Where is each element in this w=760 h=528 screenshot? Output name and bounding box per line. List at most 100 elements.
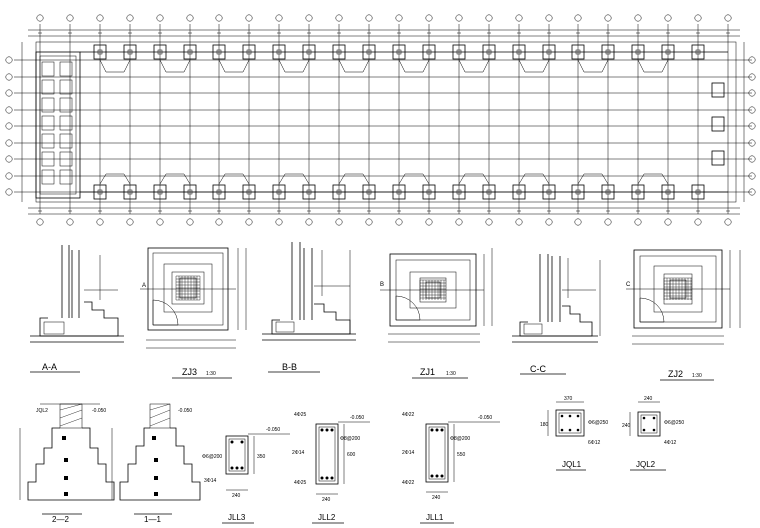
jll3-top-elev: -0.050: [266, 427, 280, 433]
axis-bubble-right: [748, 155, 756, 163]
plan-left-bay: [35, 51, 81, 199]
elev-11: -0.050: [178, 408, 192, 414]
axis-bubble-top: [545, 14, 553, 22]
section-cc-label: C-C: [530, 364, 546, 374]
axis-bubble-top: [186, 14, 194, 22]
axis-bubble-bottom: [515, 218, 523, 226]
axis-bubble-top: [634, 14, 642, 22]
pad-footing: [422, 184, 436, 200]
pad-footing: [571, 44, 585, 60]
beam-jll1: -0.050 4Φ22 Φ8@200 2Φ14 4Φ22 240 550 JLL…: [402, 412, 500, 524]
axis-bubble-bottom: [455, 218, 463, 226]
pad-footing: [302, 44, 316, 60]
section-cc: C-C: [512, 254, 601, 375]
axis-bubble-top: [96, 14, 104, 22]
axis-bubble-bottom: [664, 218, 672, 226]
foundation-plan: [5, 14, 756, 226]
axis-bubble-bottom: [485, 218, 493, 226]
footing-zj2: C ZJ2 1:30: [626, 249, 741, 381]
axis-bubble-bottom: [66, 218, 74, 226]
jll3-stirrup: Φ6@200: [202, 454, 222, 460]
jql2-height: 240: [622, 423, 631, 429]
section-bb: B-B: [262, 242, 356, 373]
pad-footing: [631, 44, 645, 60]
axis-bubble-left: [5, 139, 13, 147]
axis-bubbles: [5, 14, 756, 226]
axis-bubble-left: [5, 122, 13, 130]
axis-bubble-bottom: [395, 218, 403, 226]
pad-footing: [512, 44, 526, 60]
axis-bubble-right: [748, 172, 756, 180]
jll2-top-bars: 4Φ25: [294, 412, 307, 418]
section-bb-label: B-B: [282, 362, 297, 372]
axis-bubble-bottom: [36, 218, 44, 226]
pad-footing: [392, 44, 406, 60]
pad-footing: [362, 184, 376, 200]
jll3-height: 350: [257, 454, 266, 460]
pad-footing: [691, 44, 705, 60]
zj3-a-marker: A: [142, 283, 146, 289]
pad-footing: [153, 184, 167, 200]
jll1-top-bars: 4Φ22: [402, 412, 415, 418]
axis-bubble-bottom: [604, 218, 612, 226]
jll1-bottom-bars: 4Φ22: [402, 480, 415, 486]
axis-bubble-bottom: [425, 218, 433, 226]
pad-footing: [542, 184, 556, 200]
axis-bubble-bottom: [634, 218, 642, 226]
pad-footing: [631, 184, 645, 200]
zj3-label: ZJ3: [182, 367, 197, 377]
axis-bubble-bottom: [215, 218, 223, 226]
pad-footing: [452, 44, 466, 60]
zj1-scale: 1:30: [446, 371, 456, 377]
axis-bubble-top: [245, 14, 253, 22]
axis-bubble-bottom: [694, 218, 702, 226]
axis-bubble-bottom: [275, 218, 283, 226]
pad-footing: [332, 184, 346, 200]
axis-bubble-top: [36, 14, 44, 22]
pad-footing: [332, 44, 346, 60]
pad-footing: [212, 184, 226, 200]
plan-grid-lines: [14, 24, 752, 215]
pad-footing: [183, 184, 197, 200]
pad-footing: [601, 44, 615, 60]
axis-bubble-bottom: [365, 218, 373, 226]
axis-bubble-bottom: [96, 218, 104, 226]
jll1-stirrup: Φ8@200: [450, 436, 470, 442]
pad-footing: [512, 184, 526, 200]
axis-bubble-right: [748, 122, 756, 130]
axis-bubble-right: [748, 139, 756, 147]
pad-footing: [183, 44, 197, 60]
jql1-label: JQL1: [562, 460, 582, 469]
footing-zj3: A ZJ3 1:30: [140, 247, 247, 379]
zj3-scale: 1:30: [206, 371, 216, 377]
axis-bubble-top: [724, 14, 732, 22]
jll1-side-bars: 2Φ14: [402, 450, 415, 456]
jql2-stirrup: Φ6@250: [664, 420, 684, 426]
pad-footing: [212, 44, 226, 60]
section-11: -0.050 1—1: [111, 403, 201, 524]
axis-bubble-top: [455, 14, 463, 22]
axis-bubble-top: [275, 14, 283, 22]
jll3-label: JLL3: [228, 513, 246, 522]
pad-footing: [272, 184, 286, 200]
zj2-c-marker: C: [626, 282, 631, 288]
zj2-scale: 1:30: [692, 373, 702, 379]
pad-footing: [392, 184, 406, 200]
axis-bubble-left: [5, 106, 13, 114]
pad-footing: [242, 44, 256, 60]
pad-footing: [362, 44, 376, 60]
axis-bubble-top: [156, 14, 164, 22]
jll1-top-elev: -0.050: [478, 415, 492, 421]
pad-footing: [93, 184, 107, 200]
beam-jql1: 370 180 Φ6@250 6Φ12 JQL1: [540, 396, 608, 471]
axis-bubble-top: [305, 14, 313, 22]
jll3-width: 240: [232, 493, 241, 499]
pad-footing: [482, 44, 496, 60]
beam-jll3: -0.050 Φ6@200 3Φ14 240 350 JLL3: [202, 427, 290, 524]
axis-bubble-left: [5, 73, 13, 81]
axis-bubble-left: [5, 89, 13, 97]
axis-bubble-top: [365, 14, 373, 22]
axis-bubble-top: [694, 14, 702, 22]
axis-bubble-bottom: [156, 218, 164, 226]
